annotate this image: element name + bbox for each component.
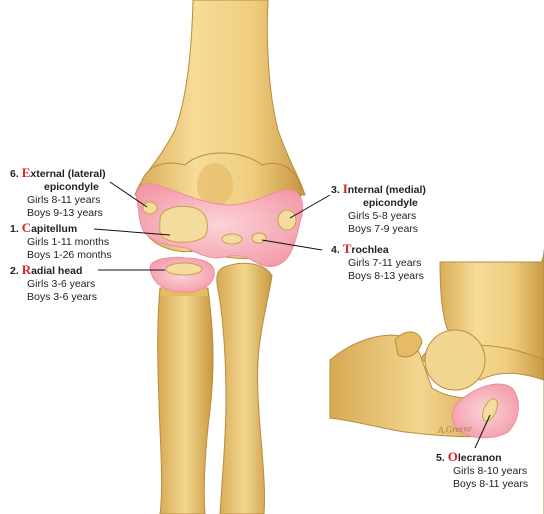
trochlea-center-2 xyxy=(251,232,267,244)
label-radial-head: 2. Radial head Girls 3-6 years Boys 3-6 … xyxy=(10,262,98,303)
leader-capitellum xyxy=(93,228,171,236)
label-capitellum: 1. Capitellum Girls 1-11 months Boys 1-2… xyxy=(10,220,112,261)
capitellum-center xyxy=(159,206,208,243)
lateral-trochlea xyxy=(424,329,486,391)
distal-humerus-cartilage xyxy=(136,183,304,267)
artist-signature: A.Greene xyxy=(437,423,473,435)
leader-external xyxy=(109,181,148,208)
ulna-shaft xyxy=(216,262,273,514)
leader-olecranon xyxy=(474,414,491,449)
leader-trochlea xyxy=(261,239,323,251)
external-epicondyle-center xyxy=(142,201,158,215)
condyle-shading xyxy=(197,163,233,207)
humerus-shaft xyxy=(134,0,306,196)
label-internal-epicondyle: 3. Internal (medial) epicondyle Girls 5-… xyxy=(331,181,426,235)
leader-internal xyxy=(289,194,331,219)
internal-epicondyle-center xyxy=(277,209,297,231)
radial-head-center xyxy=(165,262,203,276)
label-trochlea: 4. Trochlea Girls 7-11 years Boys 8-13 y… xyxy=(331,241,424,282)
trochlea-center-1 xyxy=(221,233,243,245)
label-external-epicondyle: 6. External (lateral) epicondyle Girls 8… xyxy=(10,165,106,219)
olecranon-center xyxy=(482,398,498,422)
radius-shaft xyxy=(157,287,214,514)
coronoid-process xyxy=(394,331,423,358)
label-olecranon: 5. Olecranon Girls 8-10 years Boys 8-11 … xyxy=(436,449,529,490)
